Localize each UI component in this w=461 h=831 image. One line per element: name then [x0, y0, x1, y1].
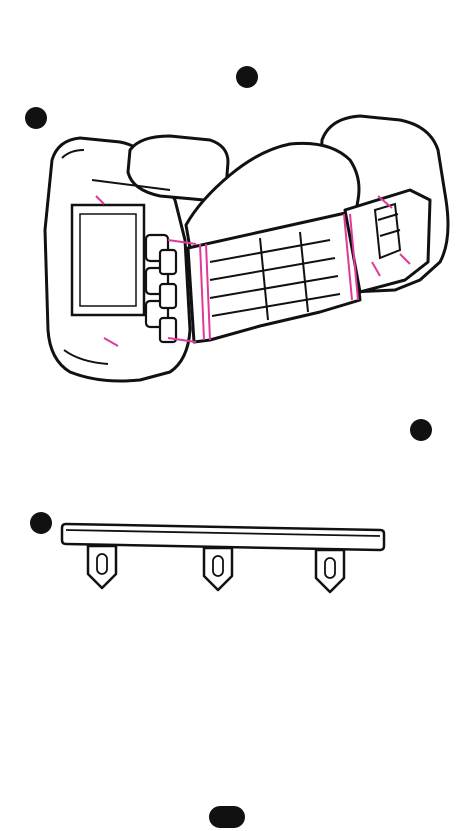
clip-1: [88, 546, 116, 588]
page-number-pill: [209, 806, 245, 828]
clip-2: [204, 548, 232, 590]
clip-3: [316, 550, 344, 592]
